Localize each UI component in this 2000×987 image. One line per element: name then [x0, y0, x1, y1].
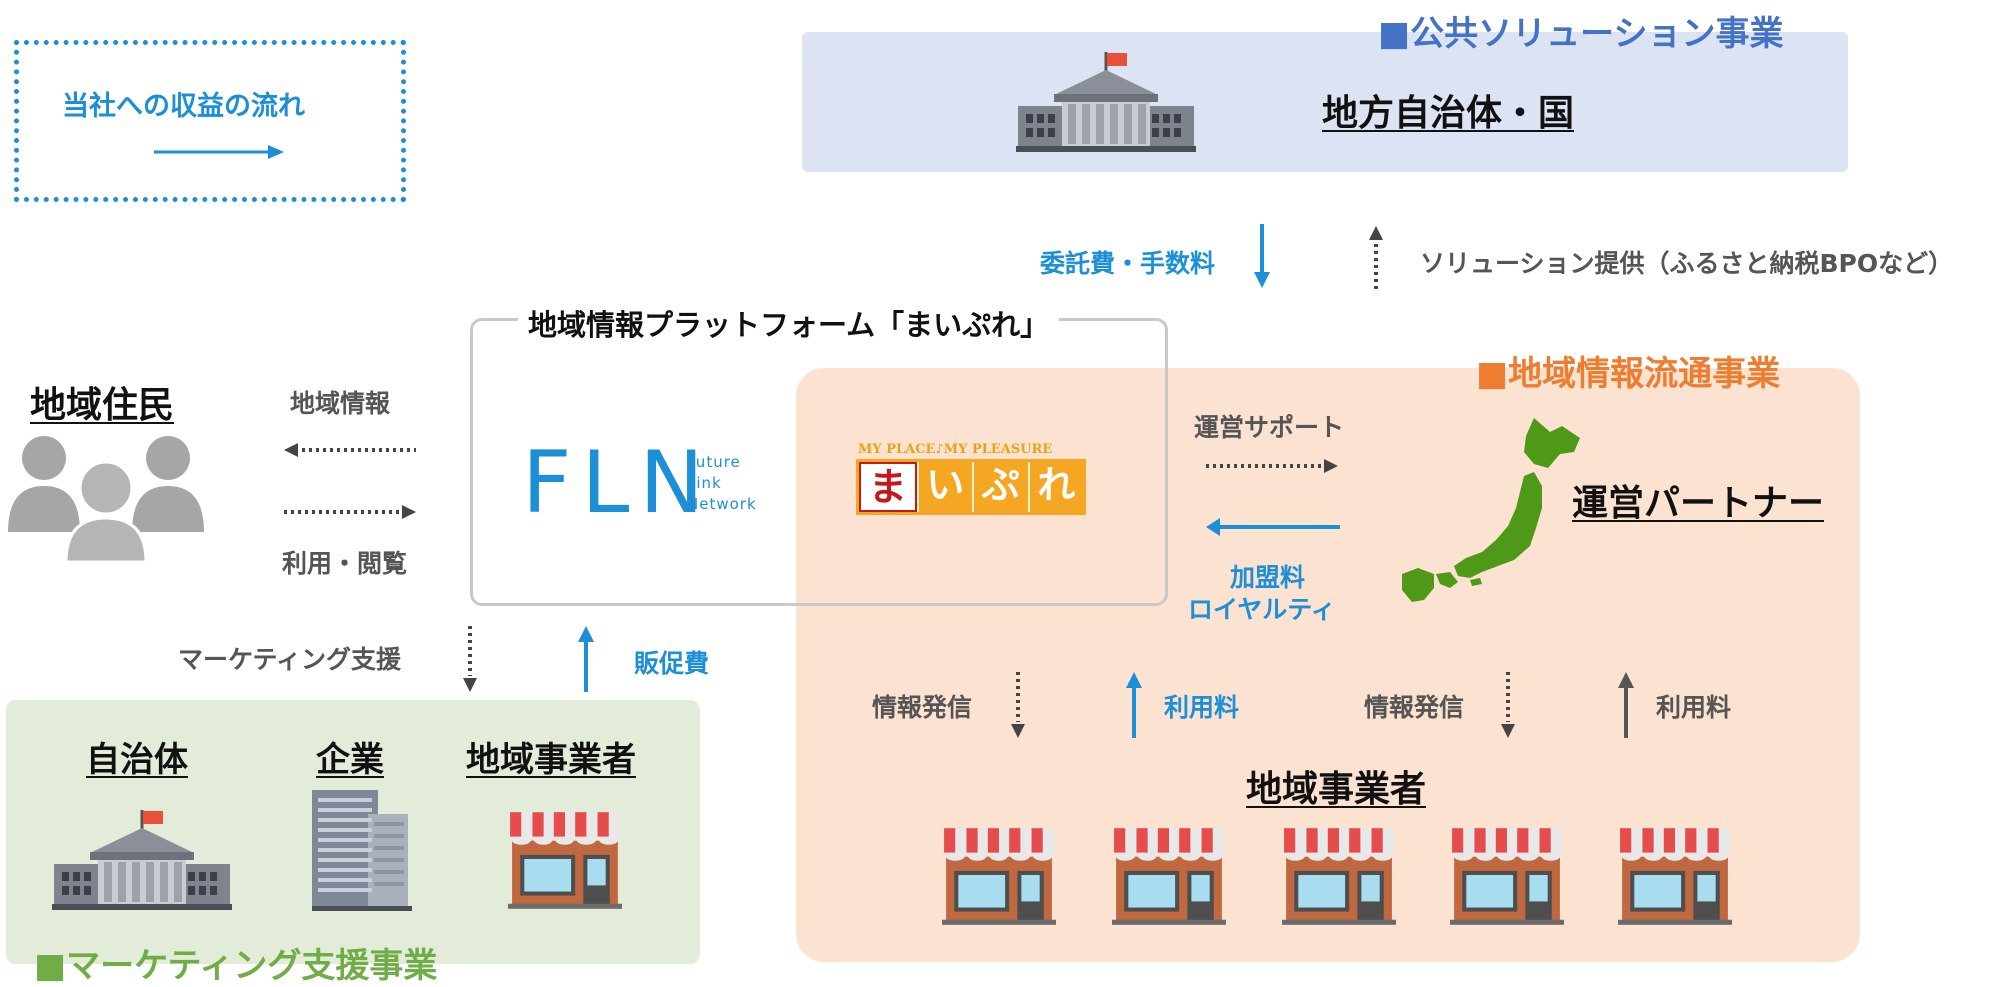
public-solution-label: ソリューション提供（ふるさと納税BPOなど） — [1420, 249, 1954, 278]
residents-use-arrow — [284, 505, 416, 519]
marketing-entity-municipality: 自治体 — [86, 740, 188, 780]
distribution-use-fee-2: 利用料 — [1656, 693, 1732, 722]
distribution-send-label-1: 情報発信 — [872, 693, 973, 722]
maipure-char-ma: ま — [859, 462, 917, 512]
maipure-char-re: れ — [1027, 462, 1084, 512]
marketing-entity-merchant: 地域事業者 — [466, 740, 636, 780]
maipure-char-pu: ぷ — [972, 462, 1028, 512]
distribution-fee-up-arrow-2 — [1618, 672, 1634, 738]
marketing-entity-company: 企業 — [316, 740, 384, 780]
maipure-tagline: MY PLACE♪MY PLEASURE — [858, 442, 1053, 457]
distribution-fee-arrow — [1206, 518, 1340, 536]
fln-logo-text: FLN — [522, 433, 714, 533]
distribution-send-arrow-2 — [1501, 672, 1515, 738]
distribution-support-label: 運営サポート — [1194, 413, 1345, 442]
fln-subtitle: Future Link Network — [687, 452, 757, 515]
marketing-section-title: ■マーケティング支援事業 — [34, 946, 438, 986]
operating-partner-label: 運営パートナー — [1572, 483, 1825, 524]
distribution-send-arrow-1 — [1011, 672, 1025, 738]
residents-info-label: 地域情報 — [290, 389, 391, 418]
platform-title: 地域情報プラットフォーム「まいぷれ」 — [518, 302, 1060, 344]
office-building-icon — [312, 790, 412, 911]
public-fee-arrow — [1254, 224, 1270, 288]
maipure-logo: MY PLACE♪MY PLEASURE ま い ぷ れ — [856, 442, 1086, 515]
legend-text: 当社への収益の流れ — [62, 91, 305, 122]
government-entity-label: 地方自治体・国 — [1322, 93, 1575, 134]
public-fee-label: 委託費・手数料 — [1040, 249, 1216, 278]
platform-title-text: 地域情報プラットフォーム「まいぷれ」 — [528, 308, 1050, 342]
marketing-support-label: マーケティング支援 — [178, 645, 402, 674]
fln-sub-future: Future — [687, 453, 741, 471]
marketing-promo-arrow — [578, 626, 594, 692]
shop-icon-4 — [1450, 828, 1564, 925]
shop-icon-1 — [942, 828, 1056, 925]
marketing-support-arrow — [463, 626, 477, 692]
distribution-fee-label-2: ロイヤルティ — [1188, 595, 1336, 624]
legend-arrow — [154, 145, 284, 159]
distribution-fee-label-1: 加盟料 — [1230, 563, 1306, 592]
public-section-title: ■公共ソリューション事業 — [1378, 14, 1784, 54]
fln-sub-network: Network — [687, 495, 757, 513]
distribution-fee-up-arrow-1 — [1126, 672, 1142, 738]
maipure-char-i: い — [916, 462, 973, 512]
residents-use-label: 利用・閲覧 — [282, 549, 408, 578]
public-section-bg — [802, 32, 1848, 172]
residents-title: 地域住民 — [30, 385, 175, 426]
shop-icon-3 — [1282, 828, 1396, 925]
government-building-icon — [1016, 52, 1196, 152]
distribution-merchants-label: 地域事業者 — [1246, 769, 1427, 810]
japan-map-icon — [1402, 418, 1580, 602]
distribution-section-title: ■地域情報流通事業 — [1476, 354, 1781, 394]
fln-sub-link: Link — [687, 474, 722, 492]
merchant-shop-icon — [508, 812, 622, 909]
distribution-send-label-2: 情報発信 — [1364, 693, 1465, 722]
distribution-use-fee-1: 利用料 — [1164, 693, 1240, 722]
residents-info-arrow — [284, 443, 416, 457]
municipality-building-icon — [52, 810, 232, 910]
public-solution-arrow — [1369, 226, 1383, 292]
residents-group-icon — [8, 436, 204, 564]
shop-icon-5 — [1618, 828, 1732, 925]
shop-icon-2 — [1112, 828, 1226, 925]
marketing-promo-label: 販促費 — [634, 649, 710, 678]
maipure-wordmark: ま い ぷ れ — [856, 459, 1086, 515]
legend-box — [14, 40, 406, 202]
distribution-support-arrow — [1206, 459, 1338, 473]
fln-logo: FLN — [522, 440, 714, 526]
